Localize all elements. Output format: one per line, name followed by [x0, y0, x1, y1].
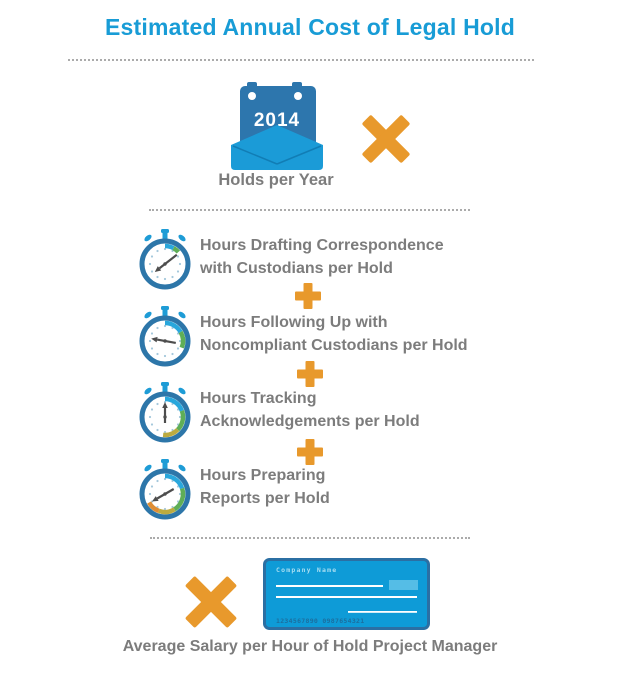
- divider-top: [68, 59, 534, 61]
- page-title: Estimated Annual Cost of Legal Hold: [105, 14, 515, 40]
- item-label-line: Hours Following Up with: [200, 314, 388, 331]
- item-label-line: Reports per Hold: [200, 489, 330, 507]
- stopwatch-icon: [134, 382, 196, 444]
- check-account-numbers: 1234567890 0987654321: [276, 617, 364, 625]
- stopwatch-icon: [134, 229, 196, 291]
- check-icon: Company Name 1234567890 0987654321: [263, 558, 430, 630]
- check-company-label: Company Name: [276, 566, 337, 574]
- item-label-line: Hours Preparing: [200, 467, 326, 484]
- stopwatch-icon: [134, 459, 196, 521]
- average-salary-label: Average Salary per Hour of Hold Project …: [122, 638, 498, 655]
- item-label-line: Acknowledgements per Hold: [200, 412, 420, 430]
- stopwatch-icon: [134, 306, 196, 368]
- item-label: Hours Tracking Acknowledgements per Hold: [200, 388, 490, 433]
- item-label: Hours Drafting Correspondence with Custo…: [200, 235, 490, 280]
- divider-bottom: [150, 537, 470, 539]
- multiply-icon: [361, 114, 411, 164]
- holds-per-year-label: Holds per Year: [218, 171, 334, 189]
- plus-icon: [297, 361, 323, 387]
- calendar-year-label: 2014: [254, 110, 300, 131]
- item-label-line: Hours Tracking: [200, 390, 317, 407]
- calendar-icon: 2014: [230, 81, 325, 172]
- item-label-line: Hours Drafting Correspondence: [200, 237, 444, 254]
- multiply-icon: [184, 575, 238, 629]
- plus-icon: [297, 439, 323, 465]
- item-label: Hours Following Up with Noncompliant Cus…: [200, 312, 490, 357]
- item-label-line: with Custodians per Hold: [200, 259, 393, 277]
- divider-middle: [149, 209, 470, 211]
- item-label: Hours Preparing Reports per Hold: [200, 465, 490, 510]
- item-label-line: Noncompliant Custodians per Hold: [200, 336, 468, 354]
- plus-icon: [295, 283, 321, 309]
